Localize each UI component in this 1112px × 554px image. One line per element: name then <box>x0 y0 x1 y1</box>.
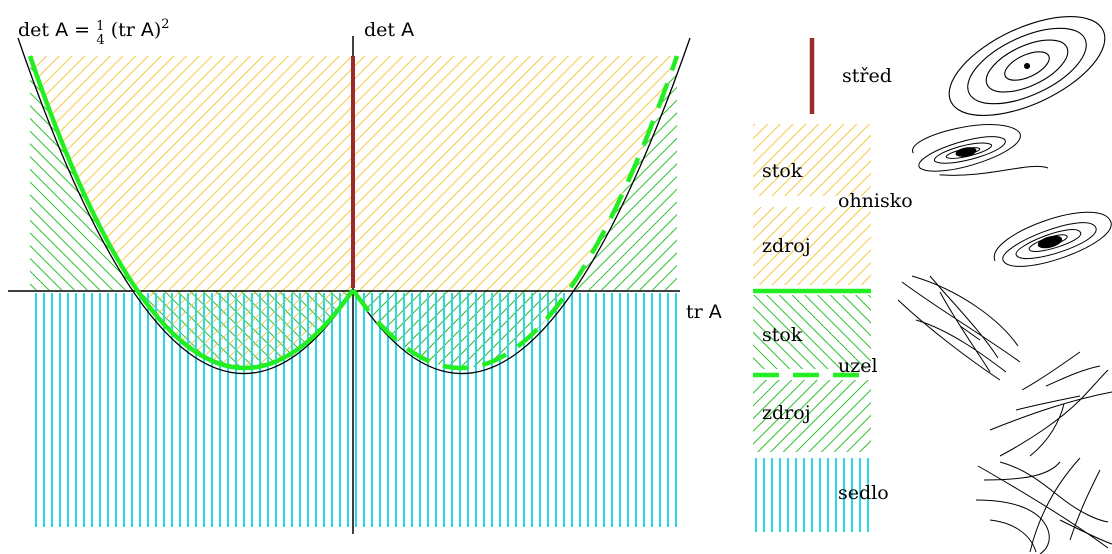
center-phase-portrait <box>948 15 1106 117</box>
unstable-node-phase-portrait <box>989 351 1112 457</box>
stable-degenerate-node-curve <box>27 55 355 371</box>
stable-focus-region <box>30 56 353 368</box>
unstable-focus-phase-portrait <box>993 211 1112 267</box>
det-axis-label: det A <box>364 19 414 41</box>
legend-stred-label: střed <box>842 65 892 87</box>
saddle-phase-portrait <box>975 457 1112 554</box>
stable-node-phase-portrait <box>897 275 1021 381</box>
legend-sedlo-label: sedlo <box>838 482 889 504</box>
legend-stok-node-label: stok <box>762 324 803 346</box>
unstable-degenerate-node-curve <box>351 55 680 371</box>
legend-zdroj-node-swatch <box>753 380 871 452</box>
stable-focus-phase-portrait <box>912 124 1049 176</box>
legend-uzel-label: uzel <box>838 355 878 377</box>
legend: střed stok ohnisko zdroj stok uzel zdroj… <box>753 38 913 532</box>
legend-zdroj-focus-label: zdroj <box>762 235 811 257</box>
legend-stok-node-swatch <box>753 295 871 369</box>
legend-zdroj-focus-swatch <box>753 207 871 285</box>
unstable-node-region <box>353 56 677 368</box>
legend-stok-focus-swatch <box>753 124 871 196</box>
legend-ohnisko-label: ohnisko <box>838 190 913 212</box>
tr-axis-label: tr A <box>686 301 722 323</box>
legend-zdroj-node-label: zdroj <box>762 402 811 424</box>
legend-saddle-swatch <box>753 458 871 532</box>
legend-stok-focus-label: stok <box>762 160 803 182</box>
